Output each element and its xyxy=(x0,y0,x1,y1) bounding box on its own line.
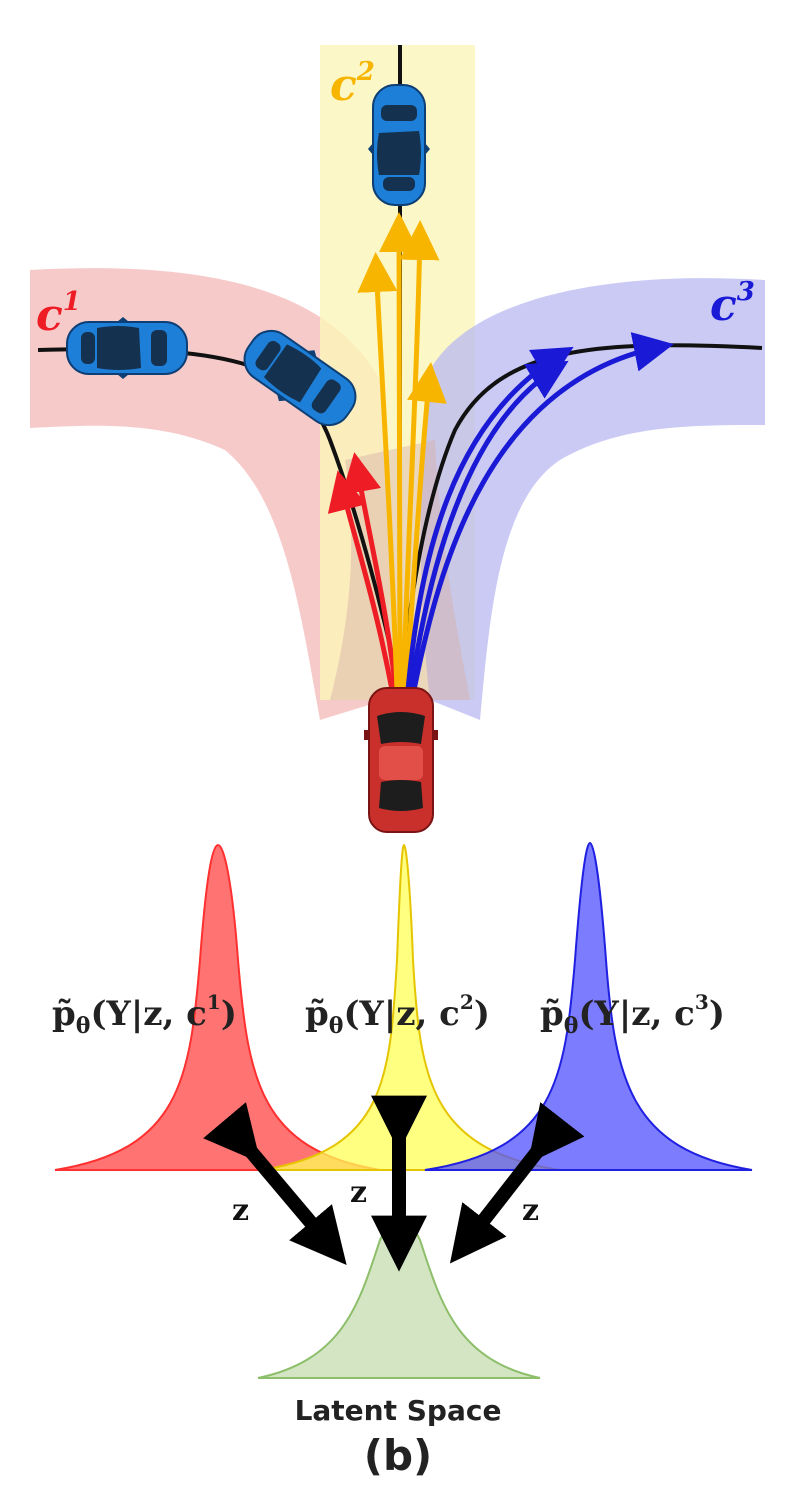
mode-label-c3: c3 xyxy=(710,277,755,331)
trajectories-c3 xyxy=(405,332,674,691)
trajectories-c2 xyxy=(357,212,447,691)
figure-caption: (b) xyxy=(364,1431,432,1480)
mode-label-c1: c1 xyxy=(36,287,81,341)
latent-space-label: Latent Space xyxy=(295,1394,502,1427)
z-labels: z z z xyxy=(232,1175,539,1228)
distribution-c3 xyxy=(424,841,753,1171)
distribution-c1 xyxy=(54,843,381,1171)
trajectories-c1 xyxy=(327,452,399,691)
z-label-c3: z xyxy=(522,1193,539,1228)
distribution-label-c1: p̃θ(Y|z, c1) xyxy=(52,990,237,1039)
distribution-label-c3: p̃θ(Y|z, c3) xyxy=(540,990,725,1039)
z-label-c2: z xyxy=(350,1175,367,1210)
latent-arrows xyxy=(203,1095,585,1272)
distributions xyxy=(54,841,753,1379)
arrow-z-c3 xyxy=(449,1102,585,1264)
region-c3 xyxy=(420,278,765,720)
blue-car-icon xyxy=(66,316,188,380)
mode-label-c2: c2 xyxy=(330,57,375,111)
distribution-labels: p̃θ(Y|z, c1) p̃θ(Y|z, c2) p̃θ(Y|z, c3) xyxy=(52,990,725,1039)
blue-car-icon xyxy=(367,84,431,206)
arrow-z-c1 xyxy=(203,1102,347,1265)
mode-labels: c1 c2 c3 xyxy=(36,57,755,341)
red-car-icon xyxy=(364,687,438,833)
z-label-c1: z xyxy=(232,1193,249,1228)
distribution-label-c2: p̃θ(Y|z, c2) xyxy=(305,990,490,1039)
distribution-c2 xyxy=(261,843,561,1171)
